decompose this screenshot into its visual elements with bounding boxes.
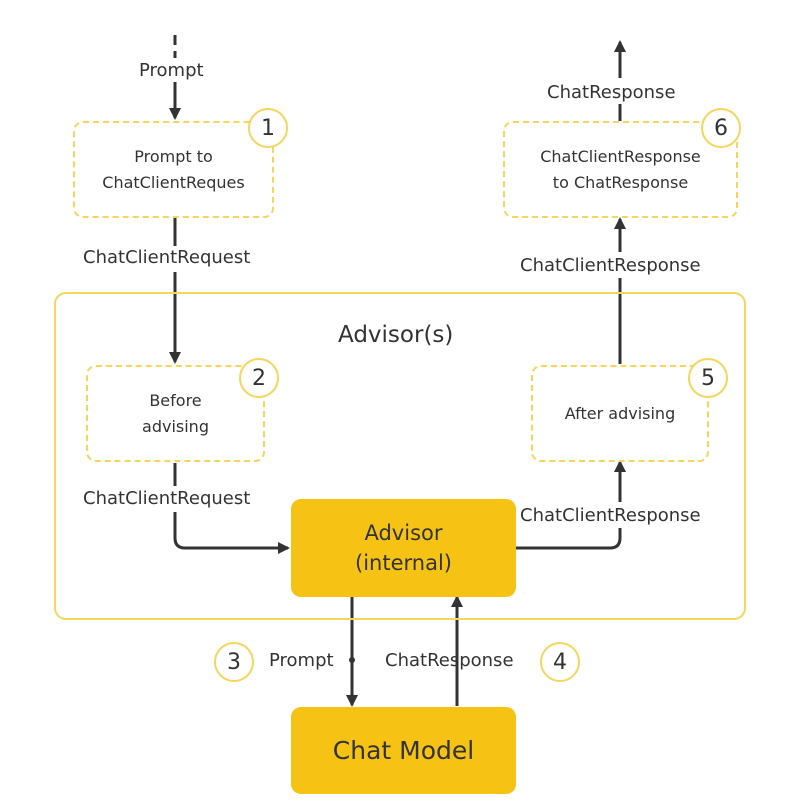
chat-model-label: Chat Model [332,736,475,765]
step-1-badge: 1 [248,108,288,148]
advisors-title: Advisor(s) [338,322,454,348]
step-3-badge: 3 [214,642,254,682]
step-5-box: After advising [531,365,709,462]
step-2-badge: 2 [239,358,279,398]
advisor-internal-box: Advisor (internal) [291,499,516,597]
advisor-internal-line1: Advisor [364,521,443,545]
edge-label-prompt-in: Prompt [139,60,204,81]
step-5-badge: 5 [688,358,728,398]
edge-label-chat-client-response-1: ChatClientResponse [520,255,701,276]
edge-label-chat-response-from-model: ChatResponse [385,650,514,671]
step-2-line2: advising [142,416,209,436]
edge-label-prompt-to-model: Prompt [269,650,334,671]
response-arrow-1 [516,528,622,550]
advisor-internal-line2: (internal) [355,551,452,575]
edge-label-chat-response-out: ChatResponse [547,82,676,103]
step-6-badge: 6 [701,108,741,148]
step-2-box: Before advising [86,365,265,462]
step-4-badge: 4 [540,642,580,682]
chat-model-box: Chat Model [291,707,516,794]
step-1-line2: ChatClientReques [102,172,245,192]
step-6-box: ChatClientResponse to ChatResponse [503,121,738,218]
step-1-box: Prompt to ChatClientReques [73,121,274,218]
edge-label-chat-client-response-2: ChatClientResponse [520,505,701,526]
edge-label-chat-client-request-2: ChatClientRequest [83,488,251,509]
edge-label-chat-client-request-1: ChatClientRequest [83,247,251,268]
step-2-line1: Before [149,390,202,410]
step-6-line2: to ChatResponse [552,172,689,192]
step-5-line1: After advising [564,403,676,423]
advisors-container [54,292,746,620]
request-arrow-4 [173,512,290,554]
step-1-line1: Prompt to [134,146,213,166]
prompt-to-model-dot [349,657,355,663]
step-6-line1: ChatClientResponse [540,146,701,166]
